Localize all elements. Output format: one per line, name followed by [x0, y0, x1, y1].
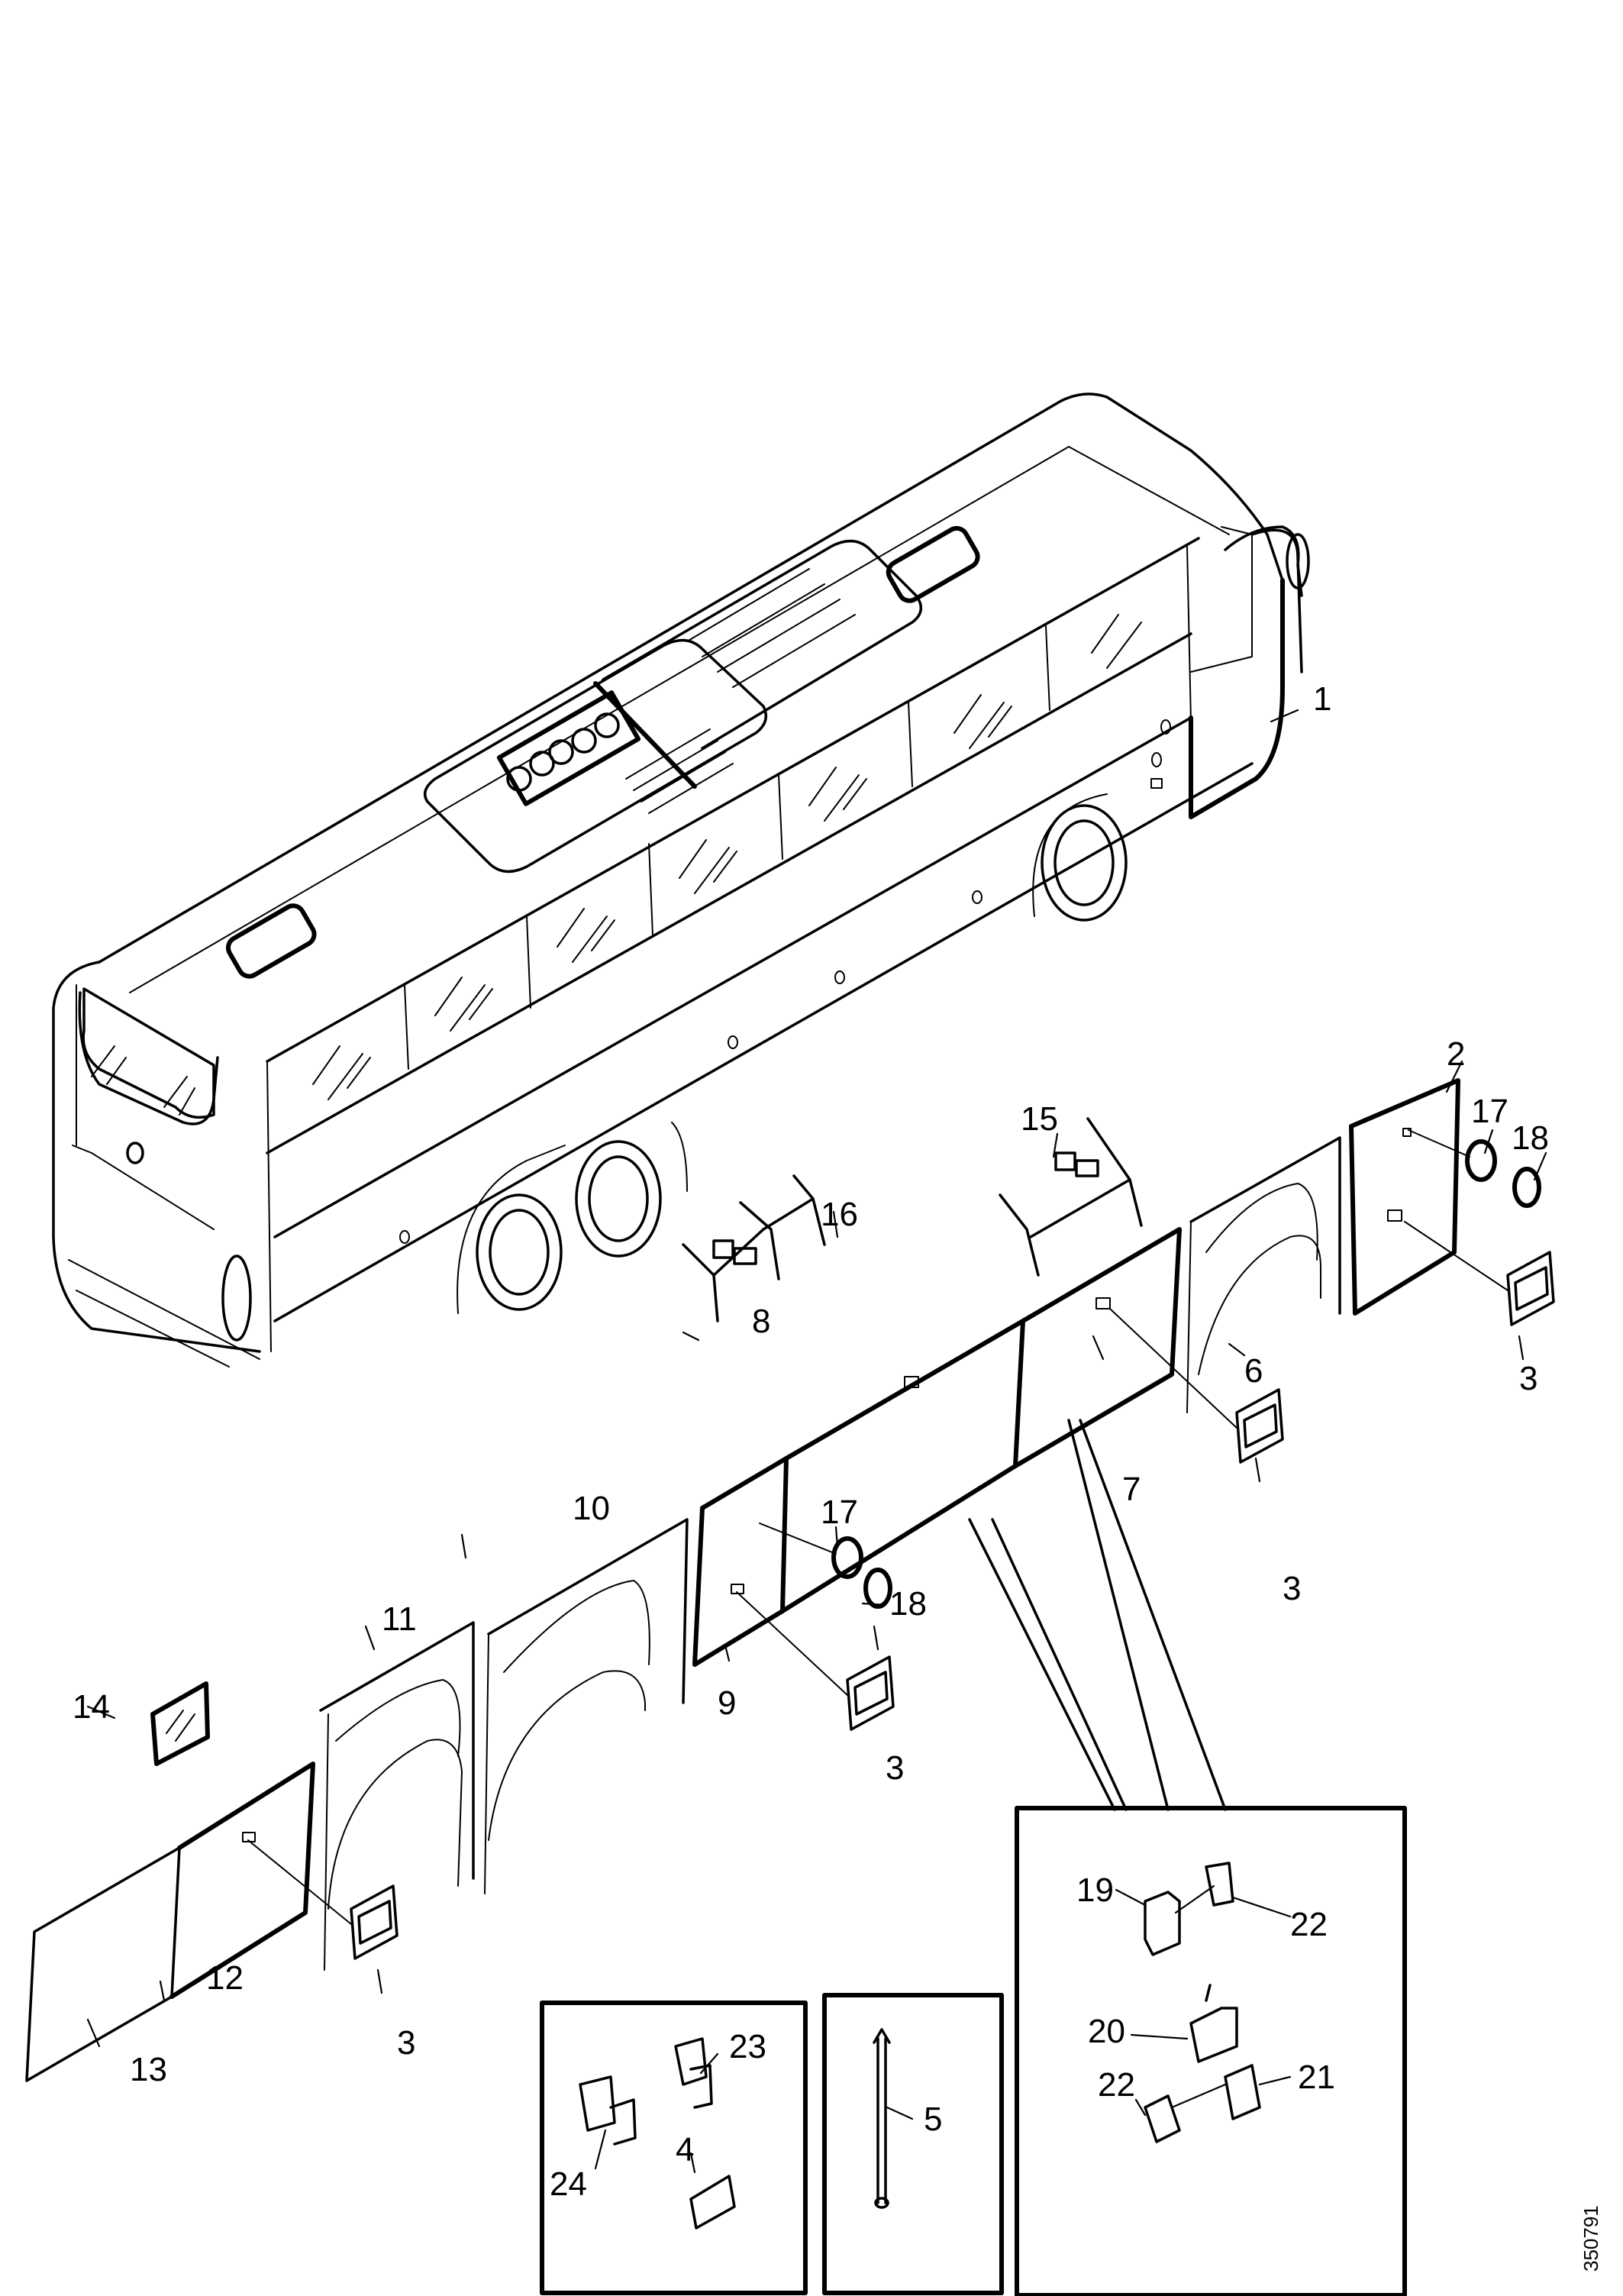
roof-ac-unit	[423, 539, 923, 874]
callout-22: 22	[1290, 1906, 1328, 1943]
callout-22: 22	[1098, 2066, 1135, 2104]
side-panels	[25, 1078, 1460, 2082]
panel-9	[692, 1456, 789, 1667]
callout-9: 9	[718, 1684, 736, 1722]
inset-box-strut	[822, 1993, 1004, 2295]
callout-1: 1	[1313, 680, 1331, 718]
callout-14: 14	[73, 1688, 110, 1726]
callout-6: 6	[1244, 1352, 1263, 1390]
lock-mechanism-16	[682, 1174, 826, 1322]
bus-body	[52, 392, 1310, 1368]
panel-10	[484, 1518, 689, 1894]
panel-13	[25, 1846, 181, 2082]
callout-3: 3	[886, 1749, 904, 1787]
callout-13: 13	[130, 2051, 167, 2088]
callout-7: 7	[1122, 1471, 1141, 1508]
callout-5: 5	[924, 2101, 942, 2138]
callout-3: 3	[1283, 1570, 1301, 1607]
document-number: 350791	[1579, 2205, 1602, 2272]
panel-11	[319, 1621, 475, 1971]
leader-lines	[86, 709, 1547, 2048]
callout-19: 19	[1076, 1871, 1114, 1909]
panel-6	[1186, 1136, 1341, 1413]
callout-18: 18	[889, 1585, 927, 1623]
callout-20: 20	[1088, 2013, 1125, 2050]
rear-wheels	[457, 1122, 688, 1314]
callout-16: 16	[821, 1196, 858, 1233]
callout-12: 12	[206, 1959, 244, 1997]
panel-8	[780, 1319, 1025, 1613]
inset-box-latches	[1015, 1806, 1407, 2296]
callout-15: 15	[1021, 1100, 1058, 1138]
lock-cylinders	[759, 1129, 1541, 1609]
callout-3: 3	[397, 2024, 415, 2062]
callout-23: 23	[729, 2028, 766, 2065]
small-window-14	[150, 1681, 210, 1766]
lock-handles	[247, 1221, 1555, 1960]
callout-8: 8	[752, 1303, 770, 1340]
callout-24: 24	[550, 2165, 587, 2203]
callout-10: 10	[573, 1490, 610, 1527]
callout-4: 4	[676, 2131, 694, 2168]
callout-labels: 1 2 3 3 3 3 4 5 6 7 8 9 10 11 12 13 14 1…	[73, 680, 1549, 2203]
callout-21: 21	[1298, 2059, 1335, 2096]
callout-3: 3	[1519, 1360, 1537, 1397]
front-wheel	[1032, 793, 1128, 922]
callout-18: 18	[1512, 1119, 1549, 1157]
panel-2	[1349, 1078, 1460, 1316]
panel-7	[1013, 1227, 1182, 1468]
lock-mechanism-15	[999, 1117, 1143, 1277]
inset-box-hinges	[540, 2001, 808, 2295]
window-glare-marks	[91, 614, 1142, 1116]
callout-17: 17	[821, 1494, 858, 1531]
inset-pointer-lines	[968, 1419, 1227, 1811]
callout-11: 11	[382, 1600, 417, 1638]
callout-17: 17	[1471, 1093, 1508, 1130]
panel-12	[169, 1762, 315, 1999]
callout-2: 2	[1447, 1035, 1465, 1073]
